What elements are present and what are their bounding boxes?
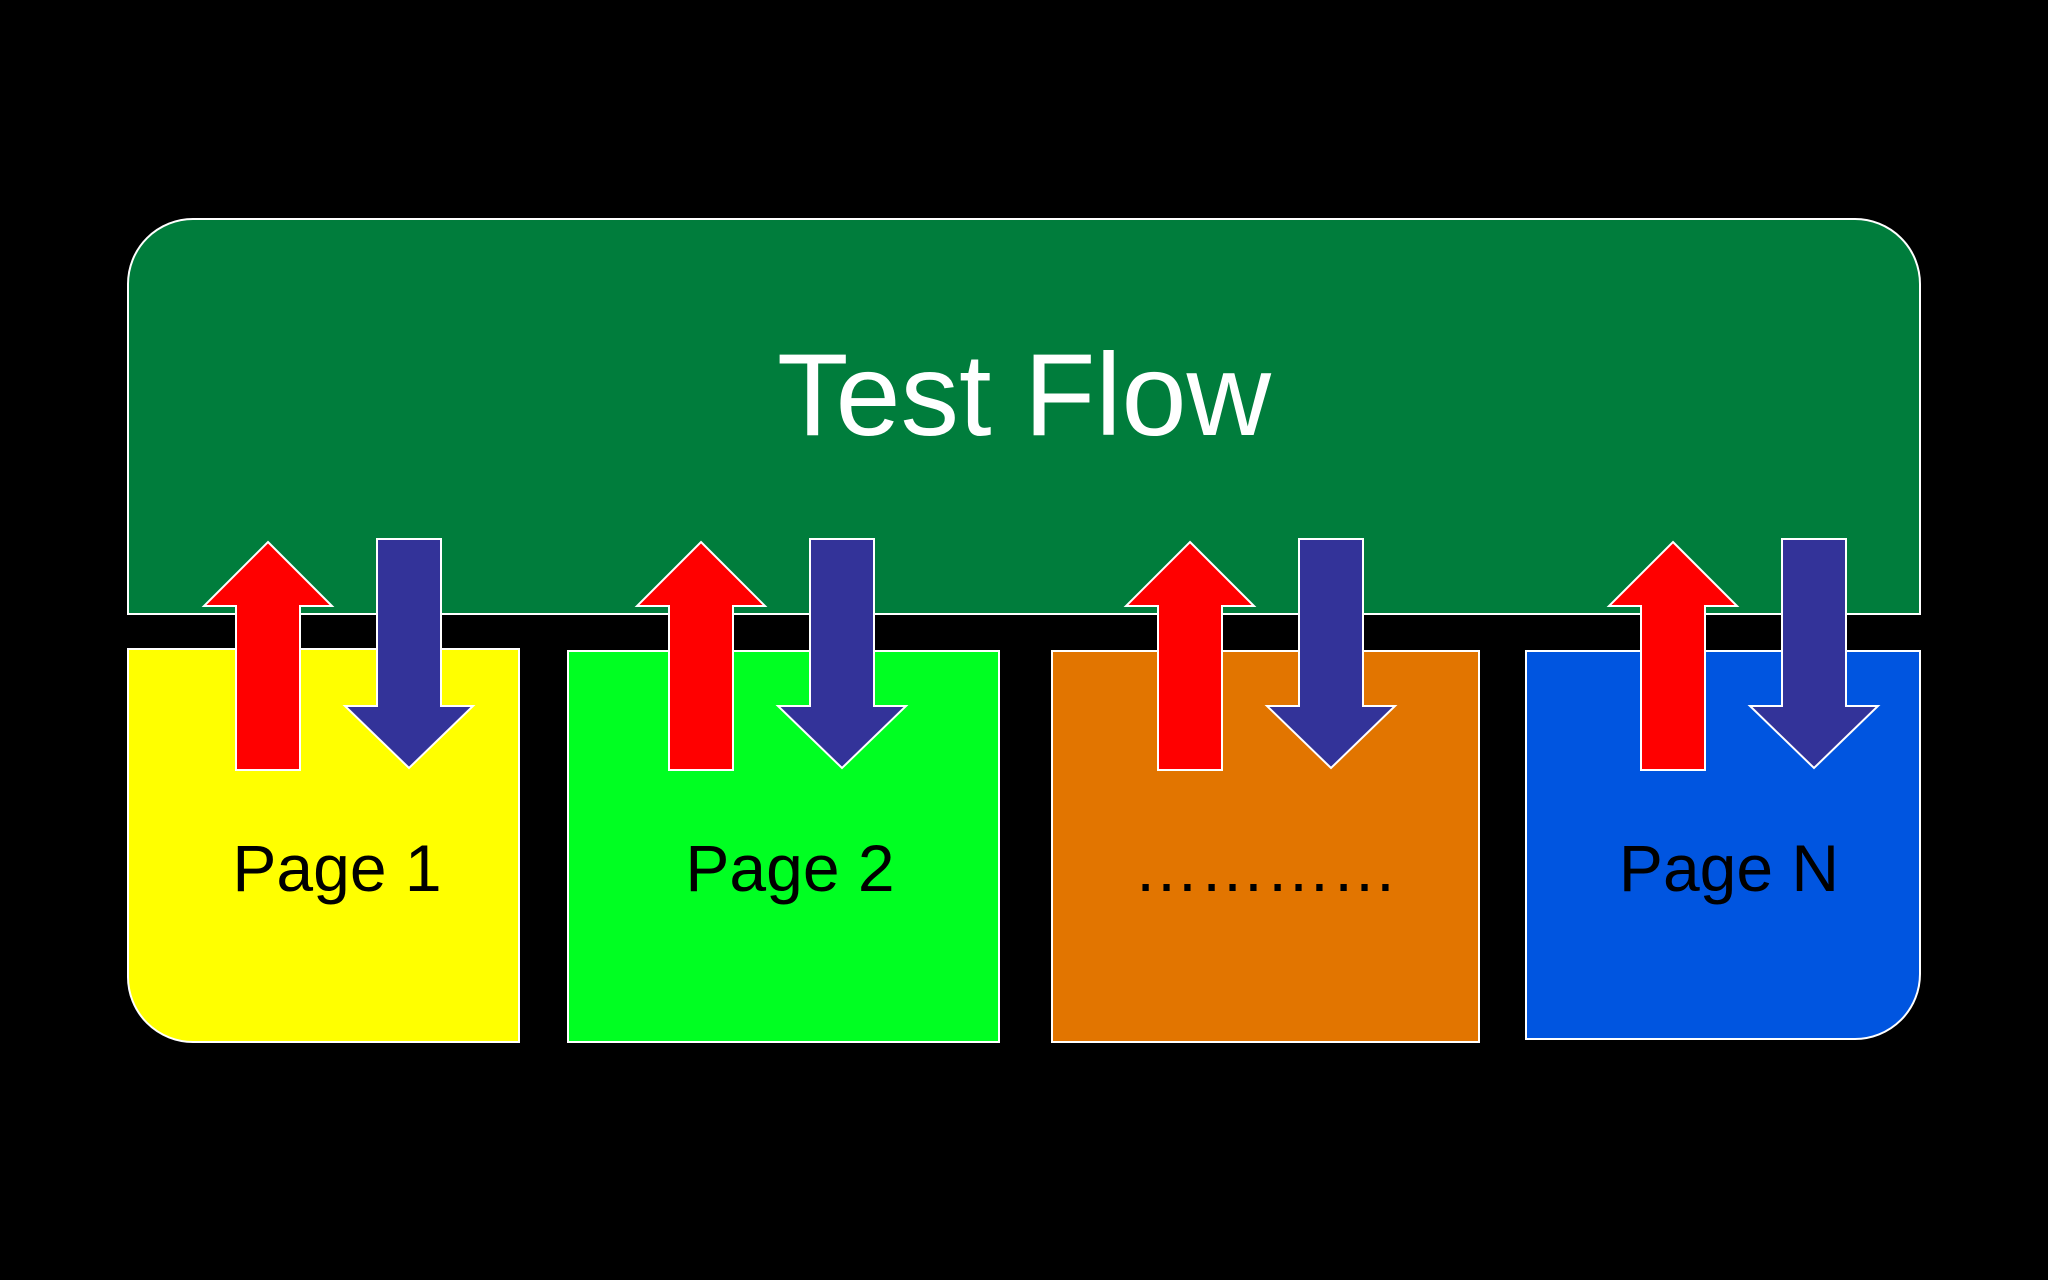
arrow-down-icon [1264,538,1398,770]
page-label-1: Page 1 [232,831,442,905]
page-label-ellipsis: ………… [1133,831,1398,905]
arrow-up-icon [634,540,768,771]
page-label-2: Page 2 [685,831,895,905]
page-box-ellipsis [1051,650,1480,1043]
test-flow-title: Test Flow [776,329,1272,460]
arrow-up-icon [1606,540,1740,771]
arrow-up-icon [201,540,335,771]
arrow-down-icon [1747,538,1881,770]
arrow-down-icon [775,538,909,770]
arrow-down-icon [342,538,476,770]
page-box-2 [567,650,1000,1043]
page-label-n: Page N [1618,831,1840,905]
arrow-up-icon [1123,540,1257,771]
